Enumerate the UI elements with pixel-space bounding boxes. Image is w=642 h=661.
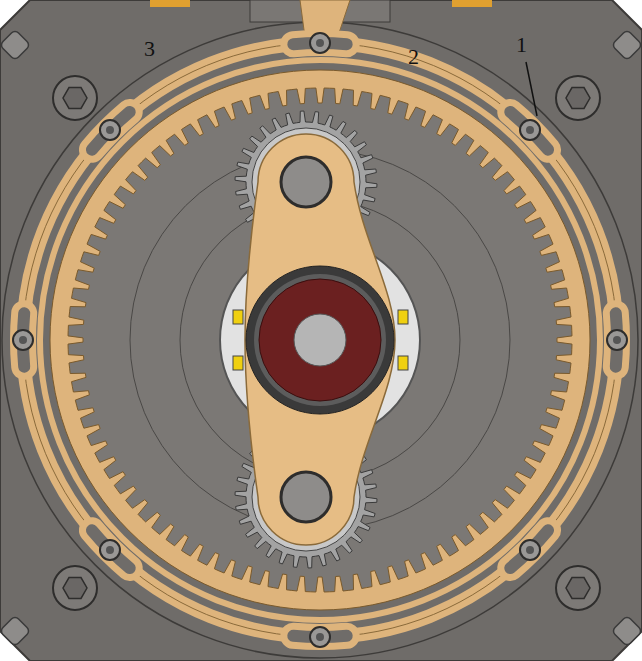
ring-slots [13,33,627,647]
slot-bolt [100,120,120,140]
hex-socket [63,578,87,599]
shaft [294,314,346,366]
leader-line [526,62,537,116]
adjusting-ring [23,43,617,637]
hex-socket [63,88,87,109]
ring-gear [50,70,590,610]
bolt-socket [106,546,114,554]
bolt-socket [613,336,621,344]
planet-carrier [245,134,395,545]
top-mark [150,0,190,7]
hub-ring [254,274,386,406]
slot-bolt [13,330,33,350]
friction-disc [259,279,381,401]
carrier-pin [281,157,331,207]
corner-pins [0,29,642,646]
bolt-socket [19,336,27,344]
callout-number: 1 [516,34,527,56]
hub-ring [246,266,394,414]
bolt-socket [526,546,534,554]
hex-socket [566,578,590,599]
bolt-socket [316,633,324,641]
slot-bolt [310,627,330,647]
hex-socket [566,88,590,109]
bolt-socket [316,39,324,47]
slot-bolt [520,540,540,560]
slot-bolt [520,120,540,140]
top-mark [452,0,492,7]
adjusting-ring-line [23,43,617,637]
slot-bolt [607,330,627,350]
housing-edge [2,22,638,658]
slot-bolt [100,540,120,560]
inner-ring-band [40,60,600,620]
callout-number: 2 [408,46,419,68]
slot-bolt [310,33,330,53]
carrier-pin [281,472,331,522]
callout-number: 3 [144,38,155,60]
bolt-socket [526,126,534,134]
bolt-socket [106,126,114,134]
